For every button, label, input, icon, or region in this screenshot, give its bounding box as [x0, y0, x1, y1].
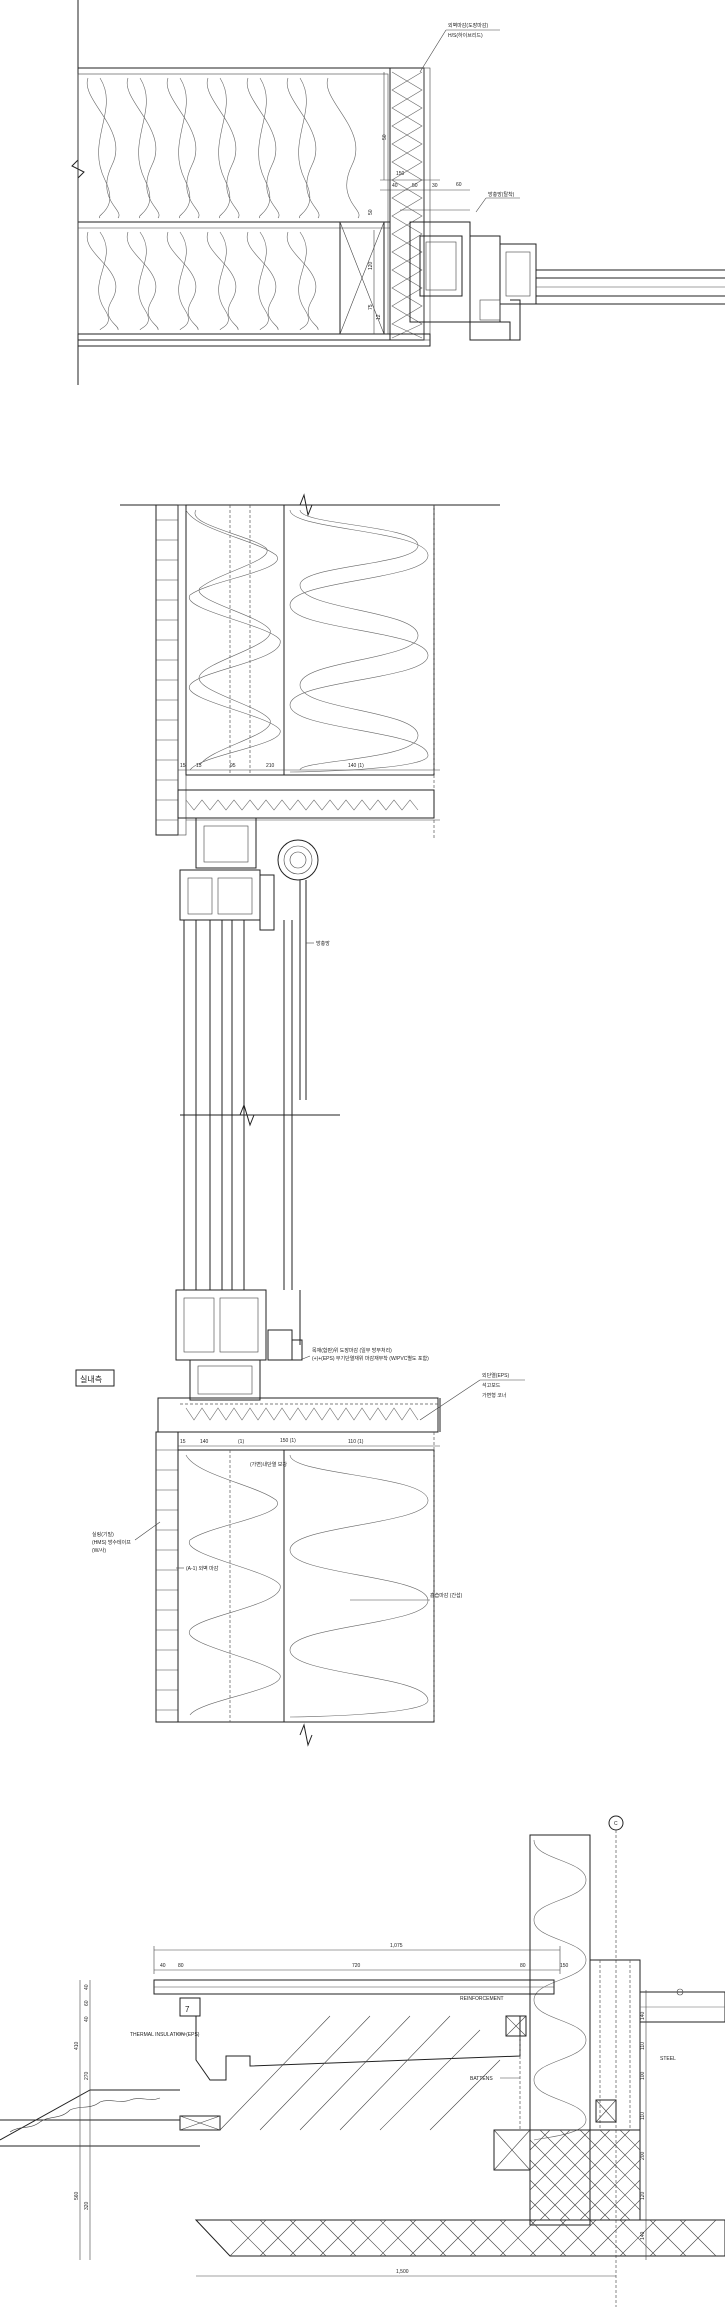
detail-1-wall-window-section: 50 150 40 50 30 60 50 120 75 12 외벽마감(도장마… [71, 0, 725, 385]
svg-text:40: 40 [392, 183, 398, 189]
svg-text:95: 95 [230, 763, 236, 769]
detail-1-dimensions: 50 150 40 50 30 60 50 120 75 12 [368, 72, 470, 334]
svg-text:흡습마감 (간섭): 흡습마감 (간섭) [430, 1592, 463, 1599]
svg-text:60: 60 [84, 2000, 90, 2006]
svg-text:(가변)내단열 보강: (가변)내단열 보강 [250, 1461, 287, 1468]
window-sill-frame [175, 1289, 303, 1401]
svg-text:REINFORCEMENT: REINFORCEMENT [460, 1996, 504, 2002]
foundation-slab [194, 2099, 725, 2257]
svg-text:STEEL: STEEL [660, 2056, 676, 2062]
svg-text:100: 100 [640, 2071, 646, 2080]
svg-text:410: 410 [74, 2041, 80, 2050]
detail-3-left-dims: 40 60 40 410 270 560 320 [74, 1980, 91, 2260]
svg-text:320: 320 [84, 2201, 90, 2210]
detail-3-top-dims: 40 80 720 80 150 1,075 [153, 1943, 569, 1974]
svg-text:80: 80 [178, 1963, 184, 1969]
svg-text:120: 120 [368, 261, 374, 270]
svg-text:1,075: 1,075 [390, 1943, 403, 1949]
svg-text:BATTENS: BATTENS [470, 2076, 493, 2082]
bottom-dim-label: 1,500 [396, 2269, 409, 2275]
svg-text:75: 75 [368, 304, 374, 310]
svg-text:외벽마감(도장마감): 외벽마감(도장마감) [448, 22, 488, 29]
svg-text:(HMS) 방수테이프: (HMS) 방수테이프 [92, 1539, 131, 1546]
svg-text:40: 40 [160, 1963, 166, 1969]
room-label: 실내측 [80, 1374, 102, 1384]
svg-text:15: 15 [196, 763, 202, 769]
svg-text:50: 50 [412, 183, 418, 189]
svg-text:(A-1) 외벽 마감: (A-1) 외벽 마감 [186, 1565, 219, 1572]
svg-text:140: 140 [640, 2011, 646, 2020]
detail-2-window-head-sill-section: 15 15 95 210 140 (1) 방충망 [75, 493, 525, 1747]
svg-text:H/S(하이브리드): H/S(하이브리드) [448, 32, 483, 39]
detail-3-notes: THERMAL INSULATION (EPS) REINFORCEMENT B… [130, 1996, 676, 2082]
svg-text:방충망(탈착): 방충망(탈착) [488, 191, 515, 198]
svg-text:15: 15 [180, 763, 186, 769]
svg-text:210: 210 [266, 763, 275, 769]
svg-text:(W/사): (W/사) [92, 1547, 106, 1554]
svg-text:80: 80 [520, 1963, 526, 1969]
svg-text:120: 120 [640, 2191, 646, 2200]
svg-text:150 (1): 150 (1) [280, 1438, 296, 1444]
svg-text:방충망: 방충망 [316, 940, 330, 947]
svg-text:60: 60 [456, 182, 462, 188]
svg-text:가변형 코너: 가변형 코너 [482, 1392, 506, 1399]
svg-text:560: 560 [74, 2191, 80, 2200]
svg-text:목재(합판)위 도장마감 (일부 방부처리): 목재(합판)위 도장마감 (일부 방부처리) [312, 1347, 392, 1354]
svg-text:140 (1): 140 (1) [348, 763, 364, 769]
svg-text:석고보드: 석고보드 [482, 1382, 501, 1389]
svg-text:40: 40 [84, 2016, 90, 2022]
detail-3-foundation-section: C 7 [0, 1815, 725, 2307]
svg-text:270: 270 [84, 2071, 90, 2080]
svg-text:40: 40 [84, 1984, 90, 1990]
svg-text:110: 110 [640, 2112, 646, 2120]
svg-text:(+)+(EPS) 무기단열재위 마감재부착 (W/PVC별: (+)+(EPS) 무기단열재위 마감재부착 (W/PVC별도 포함) [312, 1355, 429, 1362]
room-label-box [75, 1369, 115, 1387]
svg-text:140: 140 [640, 2231, 646, 2240]
svg-text:720: 720 [352, 1963, 361, 1969]
svg-text:12: 12 [376, 314, 382, 320]
window-head-frame: 방충망 [179, 817, 330, 1100]
svg-text:50: 50 [368, 209, 374, 215]
svg-text:실링(기밀): 실링(기밀) [92, 1531, 114, 1538]
detail-2-lower-dims: 15 140 (1) 110 (1) 150 (1) [178, 1438, 440, 1447]
box-label: 7 [185, 2005, 190, 2014]
svg-text:50: 50 [382, 134, 388, 140]
svg-text:(1): (1) [238, 1439, 244, 1445]
svg-text:외단열(EPS): 외단열(EPS) [482, 1372, 509, 1379]
insulation-pattern-1 [86, 77, 360, 219]
insulation-pattern-2 [86, 231, 319, 331]
svg-text:150: 150 [396, 171, 405, 177]
svg-text:150: 150 [560, 1963, 569, 1969]
svg-text:THERMAL INSULATION (EPS): THERMAL INSULATION (EPS) [130, 2032, 200, 2038]
detail-2-notes: 목재(합판)위 도장마감 (일부 방부처리) (+)+(EPS) 무기단열재위 … [92, 1347, 525, 1601]
grid-label: C [614, 1821, 618, 1827]
glazing-lines [180, 920, 340, 1290]
window-frame-1 [409, 221, 725, 341]
svg-text:110 (1): 110 (1) [348, 1439, 364, 1445]
svg-text:30: 30 [432, 183, 438, 189]
svg-text:110: 110 [640, 2042, 646, 2050]
svg-text:200: 200 [640, 2151, 646, 2160]
detail-2-top-dims: 15 15 95 210 140 (1) [178, 763, 440, 771]
svg-text:140: 140 [200, 1439, 209, 1445]
svg-text:15: 15 [180, 1439, 186, 1445]
detail-1-notes: 외벽마감(도장마감) H/S(하이브리드) 방충망(탈착) [419, 22, 520, 213]
detail-3-right-dims: 140 110 100 110 200 120 140 [640, 1990, 647, 2260]
